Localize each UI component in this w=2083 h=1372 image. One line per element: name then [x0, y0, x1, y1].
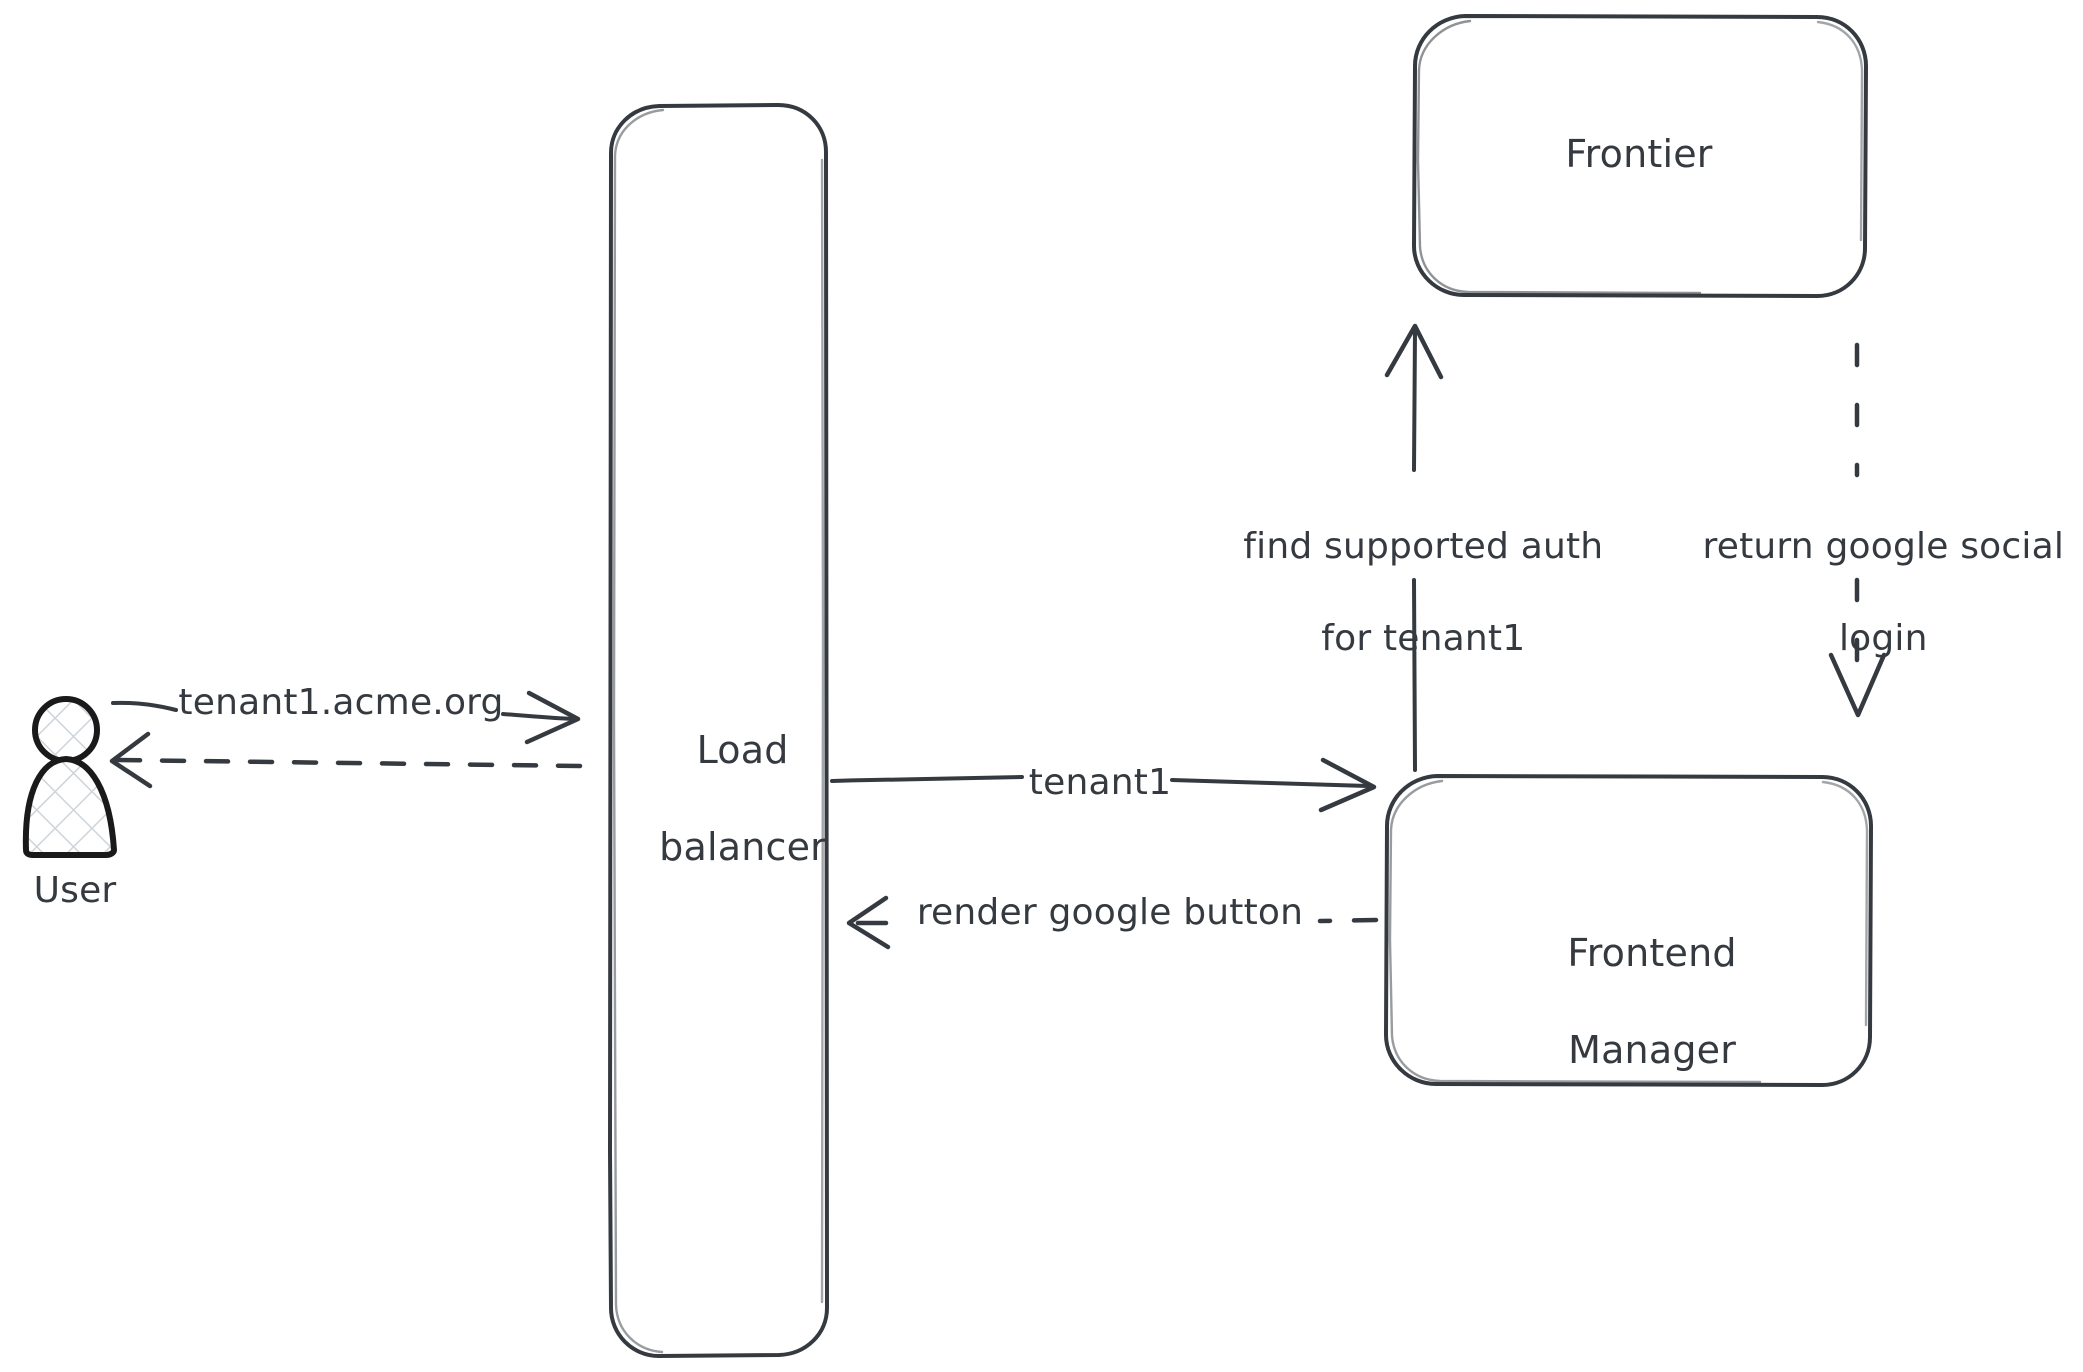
node-frontier[interactable] [1412, 14, 1868, 298]
node-load-balancer[interactable] [608, 103, 829, 1358]
edge-frontier-to-fm [1828, 342, 1887, 718]
edge-fm-to-frontier [1384, 323, 1444, 772]
edge-lb-to-fm [830, 757, 1377, 813]
actor-user [22, 696, 117, 858]
node-frontend-manager[interactable] [1384, 774, 1873, 1087]
user-head-icon [32, 696, 100, 764]
edge-fm-to-lb [846, 895, 1379, 950]
user-body-icon [22, 756, 117, 858]
edge-user-to-lb [111, 690, 581, 745]
edge-lb-to-user [109, 731, 583, 789]
